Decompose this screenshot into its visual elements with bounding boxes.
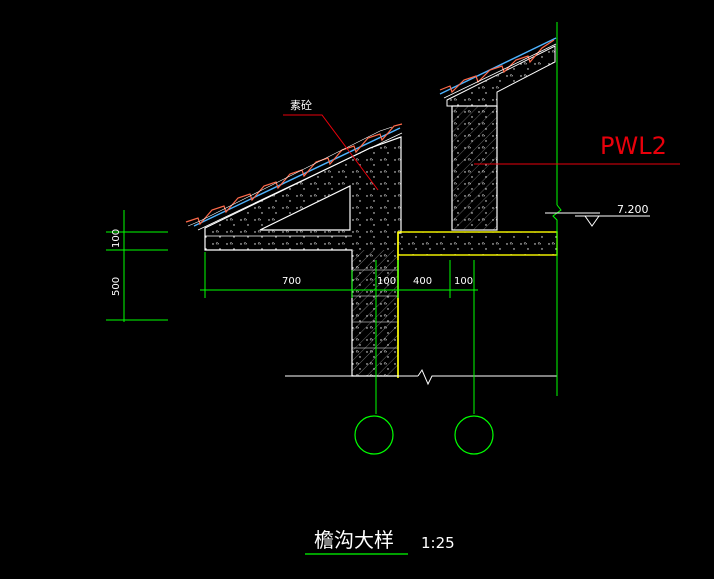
beam-code-callout: PWL2	[474, 132, 680, 165]
dim-400: 400	[413, 276, 432, 287]
left-eave-section	[204, 136, 402, 377]
column-hatch	[352, 250, 398, 376]
axis-bubble-left	[354, 415, 394, 455]
vertical-dimensions: 100 500	[106, 210, 168, 322]
material-note-label: 素砼	[290, 99, 312, 112]
dim-100-b: 100	[454, 276, 473, 287]
dim-vertical-100: 100	[111, 229, 122, 248]
beam-code-label: PWL2	[600, 132, 667, 160]
drawing-title-block: 檐沟大样 1:25	[305, 528, 455, 555]
dim-700: 700	[282, 276, 301, 287]
dim-100-a: 100	[377, 276, 396, 287]
beam-pwl2	[397, 231, 558, 378]
right-roof-slab	[446, 45, 556, 107]
eave-inner-void	[259, 185, 351, 231]
elevation-marker: 7.200	[575, 203, 650, 227]
axis-bubbles	[354, 415, 494, 455]
left-roof-tiles	[185, 123, 403, 231]
horizontal-dimensions: 700 100 400 100	[200, 252, 478, 414]
material-note-callout: 素砼	[283, 99, 379, 191]
drawing-scale: 1:25	[421, 534, 455, 552]
drawing-title: 檐沟大样	[314, 528, 394, 552]
axis-bubble-right	[454, 415, 494, 455]
elevation-label: 7.200	[617, 203, 649, 216]
dim-vertical-500: 500	[111, 277, 122, 296]
right-wall-section	[439, 37, 557, 231]
